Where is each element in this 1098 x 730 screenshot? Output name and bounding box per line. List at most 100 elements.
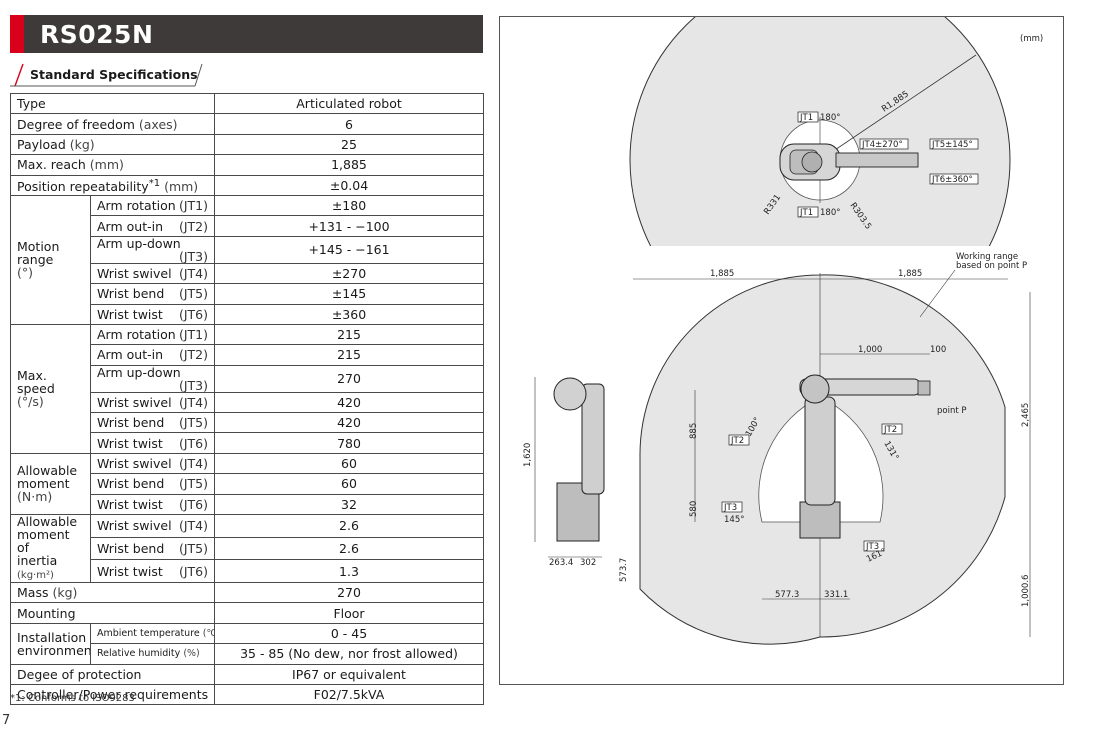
table-row: Motion range(°) Arm rotation(JT1) ±180 (10, 194, 484, 325)
sub-label: Wrist swivel(JT4) (90, 391, 215, 414)
table-row: Mounting Floor (10, 602, 484, 624)
label-jt6: JT6±360° (931, 175, 973, 185)
spec-label: Payload (kg) (10, 133, 215, 156)
dim-1620: 1,620 (523, 443, 533, 467)
table-row: Controller/Power requirements F02/7.5kVA (10, 683, 484, 706)
label-jt1-top-deg: 180° (820, 113, 840, 123)
dim-10006: 1,000.6 (1021, 575, 1031, 607)
working-range-label: Working range (956, 252, 1018, 262)
table-row: Max. reach (mm) 1,885 (10, 154, 484, 176)
label-jt2-left: JT2 (730, 436, 744, 446)
section-title: Standard Specifications (30, 67, 198, 82)
spec-value: 35 - 85 (No dew, nor frost allowed) (214, 643, 484, 665)
spec-value: 1.3 (214, 559, 484, 584)
robot-dimension-diagram: (mm) JT1 180° JT1 180° JT4±270° JT5±145° (499, 16, 1064, 685)
sub-label: Wrist twist(JT6) (90, 493, 215, 516)
dim-100: 100 (930, 345, 946, 355)
spec-label: Degee of protection (10, 663, 215, 685)
table-row: Position repeatability*1 (mm) ±0.04 (10, 174, 484, 196)
spec-value: ±0.04 (214, 174, 484, 196)
sub-label: Relative humidity (%) (90, 643, 215, 665)
spec-value: 780 (214, 432, 484, 454)
label-jt1-top: JT1 (799, 113, 813, 123)
dim-left-span: 1,885 (710, 269, 734, 279)
spec-label: Degree of freedom (axes) (10, 113, 215, 135)
table-row: Wrist bend(JT5) 2.6 (11, 536, 484, 561)
table-row: Wrist twist(JT6) 32 (11, 493, 484, 516)
page-title: RS025N (40, 19, 154, 49)
spec-value: IP67 or equivalent (214, 663, 484, 685)
section-heading: Standard Specifications (10, 62, 210, 88)
spec-value: 6 (214, 113, 484, 135)
spec-value: 215 (214, 344, 484, 366)
spec-value: 25 (214, 133, 484, 156)
radius-line (819, 54, 977, 161)
spec-label: Type (10, 92, 215, 115)
spec-table: Type Articulated robot Degree of freedom… (10, 92, 484, 706)
sub-label: Wrist bend(JT5) (90, 412, 215, 434)
dim-5737: 573.7 (619, 558, 629, 582)
unit-label: (mm) (1020, 34, 1043, 44)
label-jt4: JT4±270° (861, 140, 903, 150)
spec-value: 270 (214, 364, 484, 393)
side-view: 1,885 1,885 Working range based on point… (619, 252, 1031, 645)
table-row: Arm up-down(JT3) +145 - −161 (11, 235, 484, 264)
label-jt5: JT5±145° (931, 140, 973, 150)
spec-value: Articulated robot (214, 92, 484, 115)
spec-label: Mass (kg) (10, 582, 215, 604)
spec-value: ±270 (214, 262, 484, 285)
side-robot (799, 374, 931, 539)
spec-value: 420 (214, 412, 484, 434)
table-row: Wrist swivel(JT4) ±270 (11, 262, 484, 285)
spec-value: 60 (214, 473, 484, 495)
sub-label: Wrist bend(JT5) (90, 473, 215, 495)
dim-2465: 2,465 (1021, 403, 1031, 427)
label-jt1-bottom: JT1 (799, 208, 813, 218)
table-row: Arm out-in(JT2) +131 - −100 (11, 215, 484, 237)
group-allowable-moment: Allowable moment(N·m) (10, 452, 91, 516)
spec-value: 60 (214, 452, 484, 475)
sub-label: Wrist swivel(JT4) (90, 452, 215, 475)
dim-885: 885 (689, 423, 699, 439)
front-view: 1,620 263.4 302 (523, 377, 605, 568)
spec-value: ±180 (214, 194, 484, 217)
title-bar: RS025N (10, 15, 483, 53)
sub-label: Arm out-in(JT2) (90, 215, 215, 237)
table-row: Type Articulated robot (10, 92, 484, 115)
sub-label: Wrist bend(JT5) (90, 283, 215, 305)
spec-label: Mounting (10, 602, 215, 624)
spec-value: F02/7.5kVA (214, 683, 484, 706)
spec-value: ±360 (214, 303, 484, 325)
sub-label: Wrist swivel(JT4) (90, 262, 215, 285)
sub-label: Arm out-in(JT2) (90, 344, 215, 366)
table-row: Wrist bend(JT5) 420 (11, 412, 484, 434)
dim-3311: 331.1 (824, 590, 848, 600)
label-point-p: point P (937, 406, 967, 416)
footnote: *1: Conforms to ISO9283 (10, 693, 135, 704)
sub-label: Wrist twist(JT6) (90, 303, 215, 325)
dim-2634: 263.4 (549, 558, 573, 568)
top-robot (779, 143, 919, 181)
sub-label: Wrist swivel(JT4) (90, 514, 215, 538)
sub-label: Arm up-down(JT3) (90, 235, 215, 264)
sub-label: Arm rotation(JT1) (90, 323, 215, 346)
table-row: Wrist swivel(JT4) 420 (11, 391, 484, 414)
label-jt1-bottom-deg: 180° (820, 208, 840, 218)
spec-label: Controller/Power requirements (10, 683, 215, 706)
sub-label: Wrist twist(JT6) (90, 432, 215, 454)
label-jt3-left-deg: 145° (724, 515, 744, 525)
label-jt3-left: JT3 (723, 503, 737, 513)
spec-value: 2.6 (214, 536, 484, 561)
label-jt2-right: JT2 (883, 425, 897, 435)
table-row: Arm up-down(JT3) 270 (11, 364, 484, 393)
spec-value: 1,885 (214, 154, 484, 176)
spec-value: 215 (214, 323, 484, 346)
sub-label: Ambient temperature (℃) (90, 622, 215, 645)
spec-value: 2.6 (214, 514, 484, 538)
dim-right-span: 1,885 (898, 269, 922, 279)
group-motion-range: Motion range(°) (10, 194, 91, 325)
spec-value: 420 (214, 391, 484, 414)
